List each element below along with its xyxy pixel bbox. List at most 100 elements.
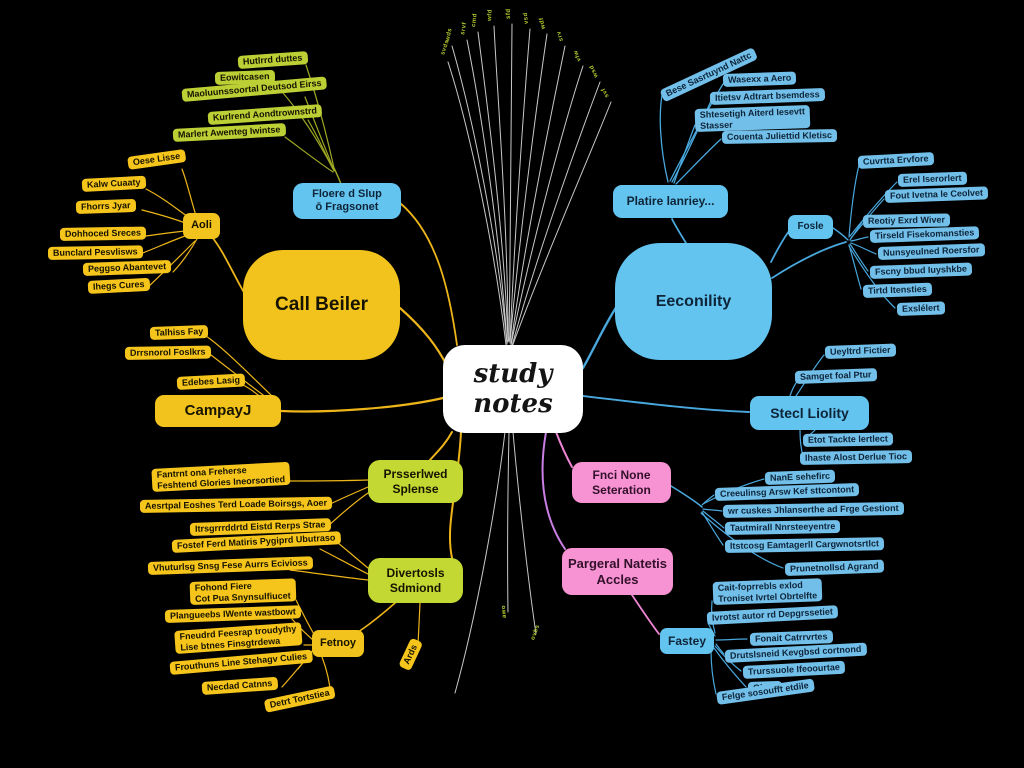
connector-edge [181, 168, 198, 220]
connector-edge [507, 431, 510, 613]
connector-edge [789, 382, 797, 397]
central-topic-node[interactable]: study notes [443, 345, 583, 433]
connector-edge [399, 202, 458, 346]
subtopic-label[interactable]: NanE sehefirc [764, 469, 836, 485]
preserved-splense-node[interactable]: Prsserlwed Splense [368, 460, 463, 503]
connector-edge [325, 486, 369, 507]
connector-edge [713, 647, 747, 688]
aoli-node[interactable]: Aoli [183, 213, 220, 239]
connector-edge [319, 548, 369, 575]
subtopic-label[interactable]: Etot Tackte lertlect [802, 432, 893, 447]
connector-edge [511, 101, 612, 348]
connector-edge [659, 89, 669, 183]
connector-edge [398, 306, 449, 368]
connector-edge [447, 61, 507, 346]
subtopic-label[interactable]: Wasexx a Aero [722, 71, 797, 87]
connector-edge [326, 492, 369, 528]
connector-edge [284, 136, 334, 173]
connector-edge [172, 238, 198, 273]
connector-edge [279, 396, 445, 413]
connector-edge [449, 431, 462, 559]
connector-edge [849, 221, 863, 241]
connector-edge [710, 649, 717, 695]
subtopic-label[interactable]: Tirtd Itensties [862, 282, 933, 298]
subtopic-label[interactable]: Cait-foprrebls exlod Troniset Ivrtel Obr… [712, 578, 823, 606]
connector-edge [509, 33, 548, 344]
connector-edge [850, 236, 869, 242]
fosle-node[interactable]: Fosle [788, 215, 833, 239]
connector-edge [541, 431, 566, 550]
fan-tip-text: wfd [487, 9, 494, 22]
fan-tip-text: vsd [522, 11, 530, 25]
subtopic-label[interactable]: Fhorrs Jyar [75, 198, 136, 214]
eeconility-node[interactable]: Eeconility [615, 243, 772, 360]
connector-edge [555, 431, 573, 468]
pargeral-natetis-node[interactable]: Pargeral Natetis Accles [562, 548, 673, 595]
connector-edge [581, 304, 619, 370]
connector-edge [848, 164, 860, 238]
connector-edge [466, 39, 508, 344]
subtopic-label[interactable]: Ihaste Alost Derlue Tioc [799, 450, 913, 465]
subtopic-label[interactable]: Erel Iserorlert [897, 171, 967, 187]
subtopic-label[interactable]: Talhiss Fay [149, 324, 209, 340]
connector-edge [205, 335, 273, 397]
connector-edge [671, 218, 687, 244]
subtopic-label[interactable]: Ueyltrd Fictier [824, 343, 896, 359]
fetnoy-node[interactable]: Fetnoy [312, 630, 364, 657]
connector-edge [675, 138, 722, 185]
connector-edge [211, 236, 247, 297]
connector-edge [289, 569, 369, 581]
connector-edge [701, 494, 715, 506]
connector-edge [715, 643, 725, 655]
connector-edge [282, 479, 369, 482]
connector-edge [454, 431, 506, 694]
connector-edge [510, 45, 566, 345]
connector-edge [850, 242, 877, 255]
fan-tip-text: awo [500, 604, 508, 619]
subtopic-label[interactable]: Tautmirall Nnrsteeyentre [724, 519, 841, 535]
connector-edge [451, 45, 508, 345]
connector-edge [355, 602, 396, 634]
connector-edge [849, 243, 869, 272]
connector-edge [849, 181, 898, 237]
connector-edge [582, 395, 750, 413]
connector-edge [715, 638, 748, 641]
connector-edge [771, 241, 847, 279]
subtopic-label[interactable]: Exslélert [896, 301, 945, 316]
connector-edge [702, 508, 723, 512]
subtopic-label[interactable]: Couenta Juliettid Kletisc [721, 128, 838, 144]
connector-edge [333, 167, 342, 185]
connector-edge [770, 230, 790, 263]
connector-edge [493, 25, 509, 342]
subtopic-label[interactable]: Drrsnorol Foslkrs [124, 345, 211, 360]
connector-edge [511, 81, 601, 347]
platire-lanriey-node[interactable]: Platire lanriey... [613, 185, 728, 218]
connector-edge [848, 245, 896, 309]
subtopic-label[interactable]: Dohhoced Sreces [59, 226, 147, 241]
subtopic-label[interactable]: Shtesetigh Aiterd Iesevtt Stasser [694, 104, 811, 133]
connector-edge [477, 31, 509, 343]
connector-edge [832, 227, 849, 241]
subtopic-label[interactable]: Reotiy Exrd Wiver [862, 213, 951, 228]
connector-edge [291, 618, 314, 641]
subtopic-label[interactable]: Fohond Fiere Cot Pua Snynsulfiucet [189, 578, 296, 606]
connector-edge [429, 431, 453, 461]
connector-edge [509, 28, 531, 343]
fastey-node[interactable]: Fastey [660, 628, 714, 654]
connector-edge [510, 65, 584, 346]
connector-edge [670, 485, 703, 508]
steel-liolity-node[interactable]: Stecl Liolity [750, 396, 869, 430]
connector-edge [508, 23, 513, 342]
call-beiler-node[interactable]: Call Beiler [243, 250, 400, 360]
diverticals-sdmiond-node[interactable]: Divertosls Sdmiond [368, 558, 463, 603]
subtopic-label[interactable]: Bunclard Pesvlisws [47, 245, 143, 260]
connector-edge [417, 602, 421, 646]
campayl-node[interactable]: CampayJ [155, 395, 281, 427]
fan-tip-text: sfd [506, 8, 512, 20]
connector-edge [702, 510, 725, 529]
connector-edge [512, 431, 537, 635]
fuel-none-node[interactable]: Fnci None Seteration [572, 462, 671, 503]
connector-edge [307, 119, 335, 172]
floere-d-slup-node[interactable]: Floere d Slup ō Fragsonet [293, 183, 401, 219]
